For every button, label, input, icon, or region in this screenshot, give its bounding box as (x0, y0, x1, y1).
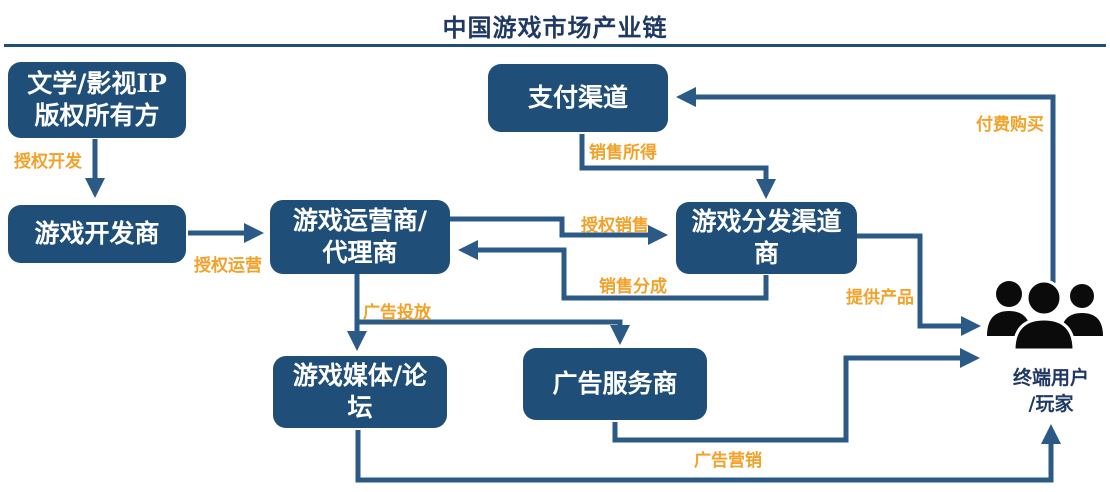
edge-paid-purchase-line (676, 87, 1056, 283)
edge-label-authorize-develop: 授权开发 (14, 152, 82, 172)
node-game-operator: 游戏运营商/ 代理商 (270, 200, 450, 274)
node-game-developer: 游戏开发商 (8, 205, 186, 263)
edge-label-authorize-sell: 授权销售 (581, 216, 649, 236)
edge-label-provide-product: 提供产品 (846, 288, 914, 308)
edge-label-sales-income: 销售所得 (589, 143, 657, 163)
edge-label-paid-purchase: 付费购买 (976, 115, 1044, 135)
node-ip-owner: 文学/影视IP 版权所有方 (8, 62, 186, 138)
node-game-media-forum: 游戏媒体/论 坛 (273, 356, 447, 428)
edge-label-authorize-operate: 授权运营 (194, 256, 262, 276)
node-ad-service-provider: 广告服务商 (523, 348, 707, 420)
edge-sales-income-line (579, 134, 776, 199)
title-underline (4, 44, 1106, 47)
node-distribution-channel: 游戏分发渠道 商 (676, 202, 857, 274)
users-silhouette-icon (987, 279, 1103, 352)
page-title: 中国游戏市场产业链 (442, 13, 668, 42)
edge-ad-marketing-line (355, 424, 1061, 483)
edge-provide-product-line (857, 233, 981, 336)
node-payment-channel: 支付渠道 (488, 64, 668, 132)
edge-sales-share-line (458, 240, 769, 301)
end-user-label: 终端用户 /玩家 (1012, 367, 1089, 415)
edge-label-ad-placement: 广告投放 (363, 303, 431, 323)
edge-authorize-sell-line (450, 216, 668, 245)
edge-ad-placement-adservice-line (357, 319, 630, 345)
edge-label-ad-marketing: 广告营销 (694, 451, 762, 471)
edge-label-sales-share: 销售分成 (599, 277, 667, 297)
edge-adservice-to-users-line (612, 348, 980, 443)
